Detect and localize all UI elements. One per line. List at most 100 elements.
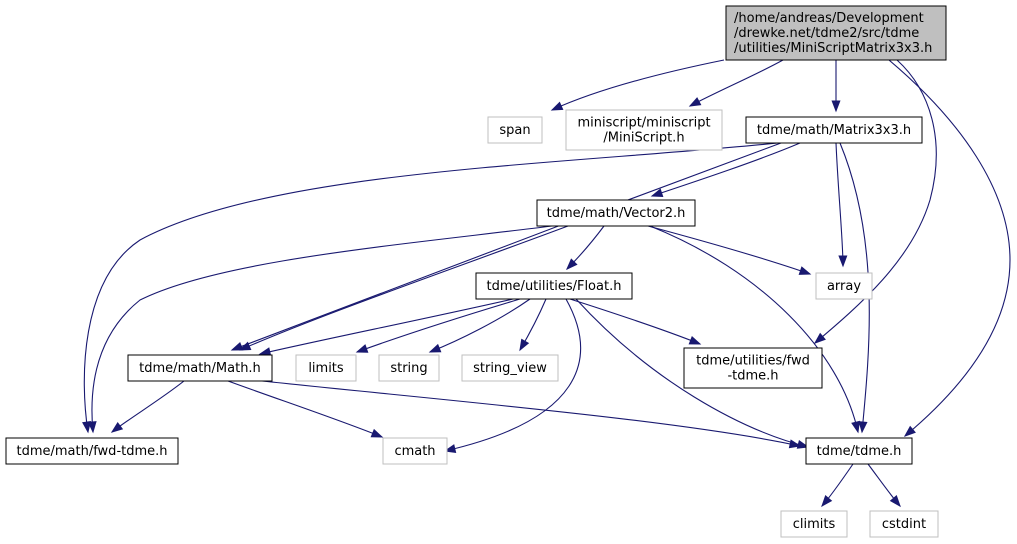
edge-root-to-matrix3x3 [831,60,841,113]
node-math[interactable]: tdme/math/Math.h [127,354,273,382]
node-label-line: -tdme.h [727,369,778,384]
arrow-head-icon [650,188,664,197]
node-box [295,354,357,382]
edge-line [429,298,531,353]
node-string: string [378,354,440,382]
edge-root-to-span [550,59,725,111]
node-box [5,437,179,465]
node-label-line: cmath [394,444,435,459]
node-math-fwd[interactable]: tdme/math/fwd-tdme.h [5,437,179,465]
arrow-head-icon [858,421,868,434]
node-box [869,510,939,538]
node-cstdint: cstdint [869,510,939,538]
node-label-line: tdme/utilities/Float.h [487,279,622,294]
arrow-head-icon [838,255,848,268]
edge-line [83,142,779,433]
node-label-line: /utilities/MiniScriptMatrix3x3.h [734,41,932,56]
edge-root-to-tdme [888,59,1011,437]
node-util-fwd[interactable]: tdme/utilities/fwd-tdme.h [683,347,823,389]
node-string-view: string_view [461,354,559,382]
node-label-line: tdme/utilities/fwd [696,354,810,369]
edge-line [356,298,521,353]
edge-root-to-util_fwd [813,59,937,344]
edge-float-to-cmath [443,298,581,453]
edge-vector2-to-array [647,225,812,275]
edge-line [888,59,1011,437]
node-box [536,199,696,227]
node-box [382,437,448,465]
edge-line [689,59,784,107]
edge-line [575,298,809,448]
arrow-head-icon [788,439,802,449]
node-miniscript: miniscript/miniscript/MiniScript.h [565,109,723,151]
node-span: span [487,116,543,144]
edge-line [261,380,801,447]
node-matrix3x3[interactable]: tdme/math/Matrix3x3.h [745,116,923,144]
edge-math-to-cmath [227,380,384,438]
edge-vector2-to-math [238,225,569,351]
node-box [725,5,947,61]
node-label-line: climits [793,517,836,532]
arrow-head-icon [258,347,272,357]
edge-line [651,142,801,197]
arrow-head-icon [688,335,702,345]
node-label-line: string [390,361,427,376]
node-box [475,272,633,300]
edge-line [835,142,844,267]
arrow-head-icon [889,495,901,508]
node-label-line: tdme/math/Math.h [139,361,261,376]
edge-float-to-math [258,298,514,357]
edge-line [227,380,383,438]
node-tdme[interactable]: tdme/tdme.h [805,437,913,465]
edge-line [259,298,514,355]
node-box [683,347,823,389]
edge-line [569,298,701,345]
edge-matrix3x3-to-vector2 [650,142,801,197]
node-label-line: /drewke.net/tdme2/src/tdme [734,26,919,41]
edge-line [91,225,553,433]
node-label-line: cstdint [882,517,926,532]
arrow-head-icon [428,343,442,353]
edge-matrix3x3-to-math_fwd [82,142,779,434]
edge-vector2-to-float [566,225,605,271]
node-float[interactable]: tdme/utilities/Float.h [475,272,633,300]
node-root[interactable]: /home/andreas/Development/drewke.net/tdm… [725,5,947,61]
arrow-head-icon [821,495,833,508]
arrow-head-icon [831,100,841,113]
nodes-layer: /home/andreas/Development/drewke.net/tdm… [5,5,947,538]
node-label-line: tdme/tdme.h [817,444,902,459]
node-box [565,109,723,151]
arrow-head-icon [370,428,384,438]
edge-matrix3x3-to-math [230,142,782,351]
node-label-line: /home/andreas/Development [734,11,924,26]
edge-float-to-util_fwd [569,298,702,345]
node-label-line: array [827,279,861,294]
node-label-line: tdme/math/Vector2.h [547,206,686,221]
node-label-line: tdme/math/fwd-tdme.h [16,444,167,459]
edge-line [239,225,569,351]
edge-vector2-to-math_fwd [87,225,553,434]
arrow-head-icon [550,101,564,111]
arrow-head-icon [230,341,244,351]
edge-float-to-limits [355,298,521,353]
arrow-head-icon [798,266,812,275]
edge-line [649,225,859,433]
node-cmath: cmath [382,437,448,465]
edge-line [814,59,937,344]
arrow-head-icon [519,338,530,352]
edge-root-to-miniscript [688,59,784,107]
edge-line [111,380,185,433]
edge-float-to-string_view [519,298,547,352]
edge-tdme-to-climits [821,463,854,508]
node-label-line: /MiniScript.h [603,131,684,146]
node-limits: limits [295,354,357,382]
node-climits: climits [780,510,848,538]
edge-vector2-to-tdme [649,225,860,434]
edge-math-to-math_fwd [110,380,185,433]
node-box [780,510,848,538]
node-label-line: span [499,123,530,138]
edge-tdme-to-cstdint [867,463,901,508]
node-vector2[interactable]: tdme/math/Vector2.h [536,199,696,227]
edge-line [444,298,581,452]
